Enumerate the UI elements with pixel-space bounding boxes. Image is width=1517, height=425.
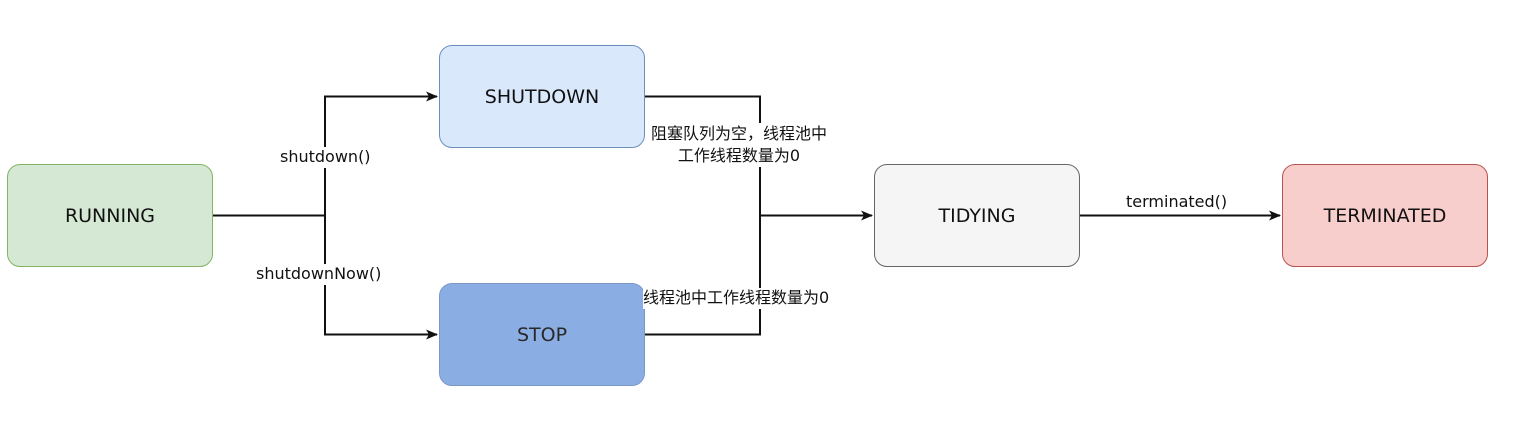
- state-stop: STOP: [439, 283, 645, 386]
- state-terminated: TERMINATED: [1282, 164, 1488, 267]
- edge-label-terminated: terminated(): [1126, 192, 1228, 213]
- state-tidying-label: TIDYING: [938, 204, 1016, 227]
- edge-label-stop-condition: 线程池中工作线程数量为0: [643, 288, 830, 309]
- edge-running-to-shutdown: [324, 91, 438, 216]
- edge-label-shutdown: shutdown(): [280, 147, 371, 168]
- edge-stop-to-tidying: [645, 215, 761, 336]
- edge-label-shutdown-condition-line2: 工作线程数量为0: [677, 146, 801, 165]
- edge-running-to-stop: [324, 215, 438, 340]
- edge-shutdown-to-tidying: [645, 95, 761, 216]
- state-terminated-label: TERMINATED: [1323, 204, 1447, 227]
- state-running: RUNNING: [7, 164, 213, 267]
- state-tidying: TIDYING: [874, 164, 1080, 267]
- edge-label-shutdown-now: shutdownNow(): [256, 264, 382, 285]
- edge-label-shutdown-condition: 阻塞队列为空，线程池中 工作线程数量为0: [651, 123, 828, 167]
- state-stop-label: STOP: [516, 323, 568, 346]
- state-running-label: RUNNING: [64, 204, 156, 227]
- state-shutdown-label: SHUTDOWN: [484, 85, 600, 108]
- edge-label-shutdown-condition-line1: 阻塞队列为空，线程池中: [651, 124, 828, 143]
- state-shutdown: SHUTDOWN: [439, 45, 645, 148]
